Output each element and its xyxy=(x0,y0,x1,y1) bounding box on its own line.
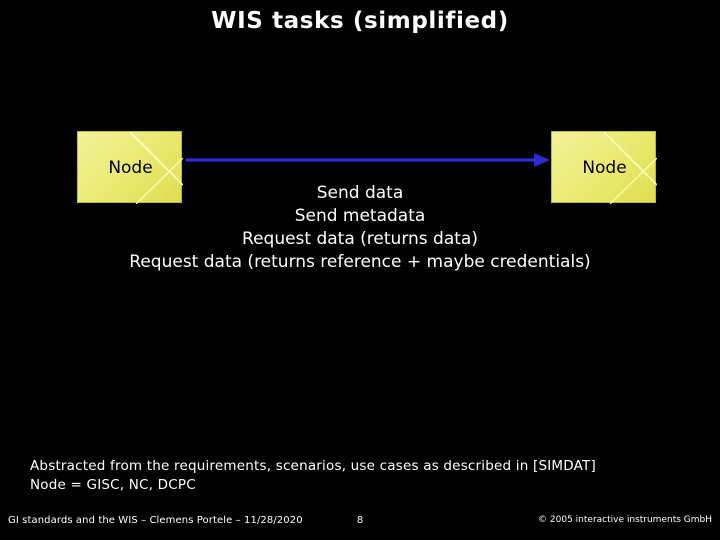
flow-line-1: Send data xyxy=(316,183,404,203)
flow-text-block: Send data Send metadata Request data (re… xyxy=(0,182,720,274)
node-right-label: Node xyxy=(582,158,627,178)
arrow-right-icon xyxy=(186,153,550,167)
footer-left-text: GI standards and the WIS – Clemens Porte… xyxy=(8,515,303,526)
connector-arrow xyxy=(186,150,550,170)
footer-page-number: 8 xyxy=(356,515,364,526)
footer-copyright: © 2005 interactive instruments GmbH xyxy=(538,515,712,525)
slide-footer: GI standards and the WIS – Clemens Porte… xyxy=(0,515,720,540)
note-line-2: Node = GISC, NC, DCPC xyxy=(30,477,196,493)
flow-line-4: Request data (returns reference + maybe … xyxy=(129,252,591,272)
node-left-label: Node xyxy=(108,158,153,178)
flow-line-3: Request data (returns data) xyxy=(242,229,478,249)
abstract-note: Abstracted from the requirements, scenar… xyxy=(30,457,700,495)
note-line-1: Abstracted from the requirements, scenar… xyxy=(30,458,596,474)
flow-line-2: Send metadata xyxy=(294,206,426,226)
page-title: WIS tasks (simplified) xyxy=(211,8,509,34)
